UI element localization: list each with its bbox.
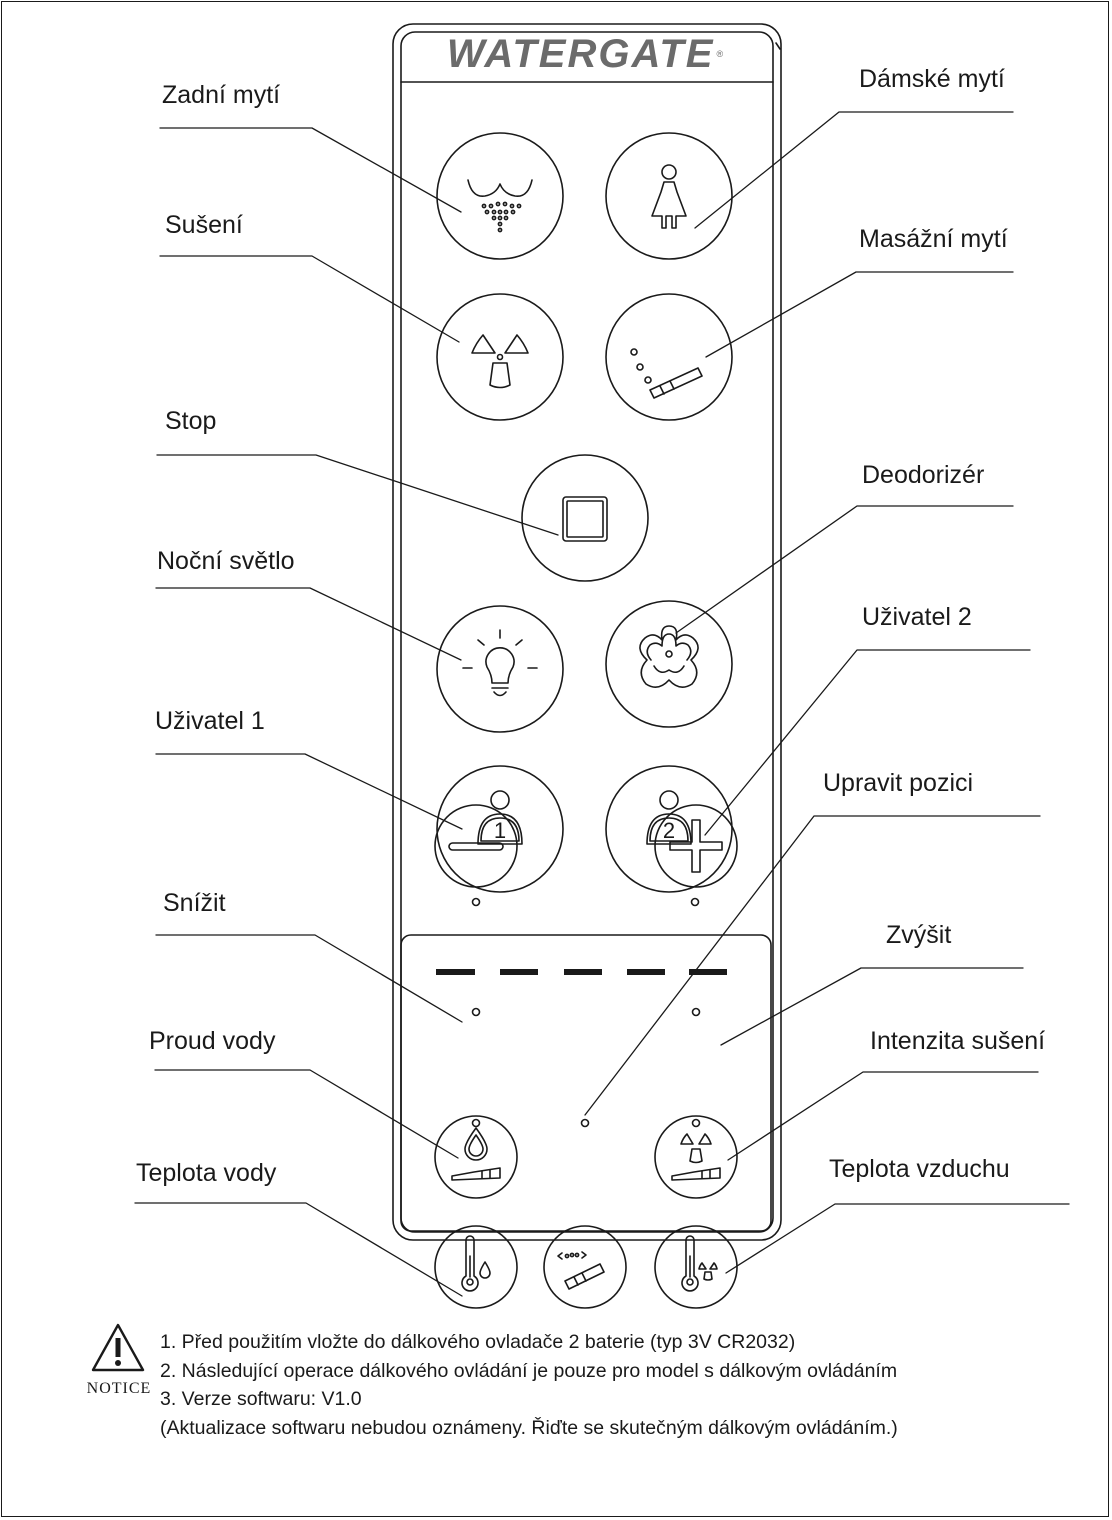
label-adjust-position: Upravit pozici [823,769,974,797]
lady-wash-button[interactable] [605,132,733,260]
notice-line-2: 2. Následující operace dálkového ovládán… [160,1359,898,1382]
drying-button[interactable] [436,293,564,421]
warning-triangle-icon [91,1323,145,1372]
user-2-number: 2 [663,818,675,843]
air-temperature-button[interactable] [654,1225,738,1309]
thermometer-air-icon [681,1235,718,1292]
notice-line-3: 3. Verze softwaru: V1.0 [160,1388,362,1410]
label-water-temperature: Teplota vody [136,1159,277,1187]
massage-wash-button[interactable] [605,293,733,421]
label-drying-intensity: Intenzita sušení [870,1027,1046,1055]
water-flow-button[interactable] [434,1115,518,1199]
label-lady-wash: Dámské mytí [859,65,1005,93]
flower-deodorizer-icon [639,625,699,688]
user-1-number: 1 [494,818,506,843]
stop-button[interactable] [521,454,649,582]
label-rear-wash: Zadní mytí [162,81,281,109]
label-night-light: Noční světlo [157,547,295,575]
label-decrease: Snížit [163,889,226,917]
thermometer-water-icon [461,1235,491,1292]
nozzle-position-icon [557,1251,605,1290]
label-water-flow: Proud vody [149,1027,276,1055]
decrease-button[interactable] [434,804,518,888]
label-user-2: Uživatel 2 [862,603,972,631]
label-drying: Sušení [165,211,243,239]
drying-intensity-button[interactable] [654,1115,738,1199]
label-increase: Zvýšit [886,921,952,949]
water-temperature-button[interactable] [434,1225,518,1309]
label-stop: Stop [165,407,217,435]
user-2-button[interactable] [605,765,733,893]
rear-wash-icon [467,179,533,233]
massage-wash-icon [630,348,703,399]
remote-body [392,23,782,1241]
user-2-icon [646,790,692,845]
label-user-1: Uživatel 1 [155,707,265,735]
increase-button[interactable] [654,804,738,888]
plus-icon [669,819,723,873]
water-drop-icon [451,1127,501,1181]
label-massage-wash: Masážní mytí [859,225,1008,253]
night-light-button[interactable] [436,605,564,733]
deodorizer-button[interactable] [605,600,733,728]
minus-icon [448,842,504,851]
fan-small-icon [680,1133,712,1164]
lower-panel [400,934,772,1232]
leader-lines [134,111,1070,1297]
lady-wash-icon [651,164,687,229]
label-deodorizer: Deodorizér [862,461,985,489]
notice-line-4: (Aktualizace softwaru nebudou oznámeny. … [160,1416,898,1439]
adjust-position-button[interactable] [543,1225,627,1309]
user-1-icon [477,790,523,845]
notice-line-1: 1. Před použitím vložte do dálkového ovl… [160,1331,796,1353]
notice-label: NOTICE [86,1380,152,1397]
notice-notes: 1. Před použitím vložte do dálkového ovl… [160,1328,898,1442]
user-1-button[interactable] [436,765,564,893]
fan-icon [471,334,529,389]
brand-logo: WATERGATE® [446,32,726,76]
rear-wash-button[interactable] [436,132,564,260]
label-air-temperature: Teplota vzduchu [829,1155,1010,1183]
indicator-dots [471,897,701,1128]
lightbulb-icon [462,629,538,697]
stop-square-icon [562,496,608,542]
